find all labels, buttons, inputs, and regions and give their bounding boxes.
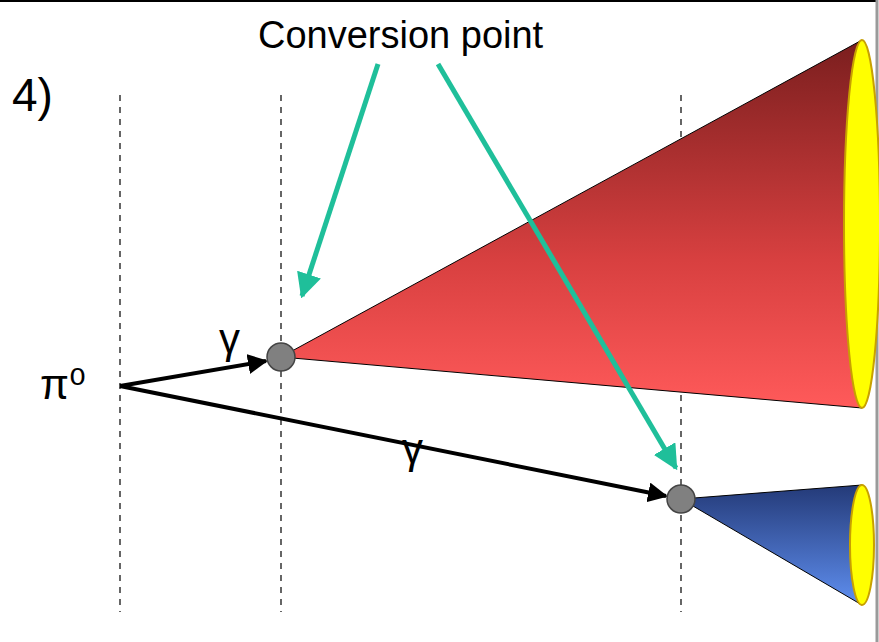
shower-spot xyxy=(850,485,874,605)
conversion-dot xyxy=(267,343,295,371)
panel-number: 4) xyxy=(12,72,53,118)
leader-arrow xyxy=(438,64,676,468)
shower-cone xyxy=(281,40,862,408)
leader-arrow xyxy=(302,64,378,296)
particle-symbol: γ xyxy=(219,318,240,360)
photon-arrow xyxy=(120,386,666,496)
photon-arrow xyxy=(120,361,266,386)
shower-cone xyxy=(681,485,862,605)
particle-symbol: γ xyxy=(402,428,423,470)
particle-symbol: π⁰ xyxy=(40,364,86,406)
shower-spot xyxy=(844,40,879,408)
frame-line xyxy=(0,0,877,2)
dashed-guide xyxy=(119,95,120,612)
callout-label: Conversion point xyxy=(258,16,543,54)
conversion-dot xyxy=(667,485,695,513)
